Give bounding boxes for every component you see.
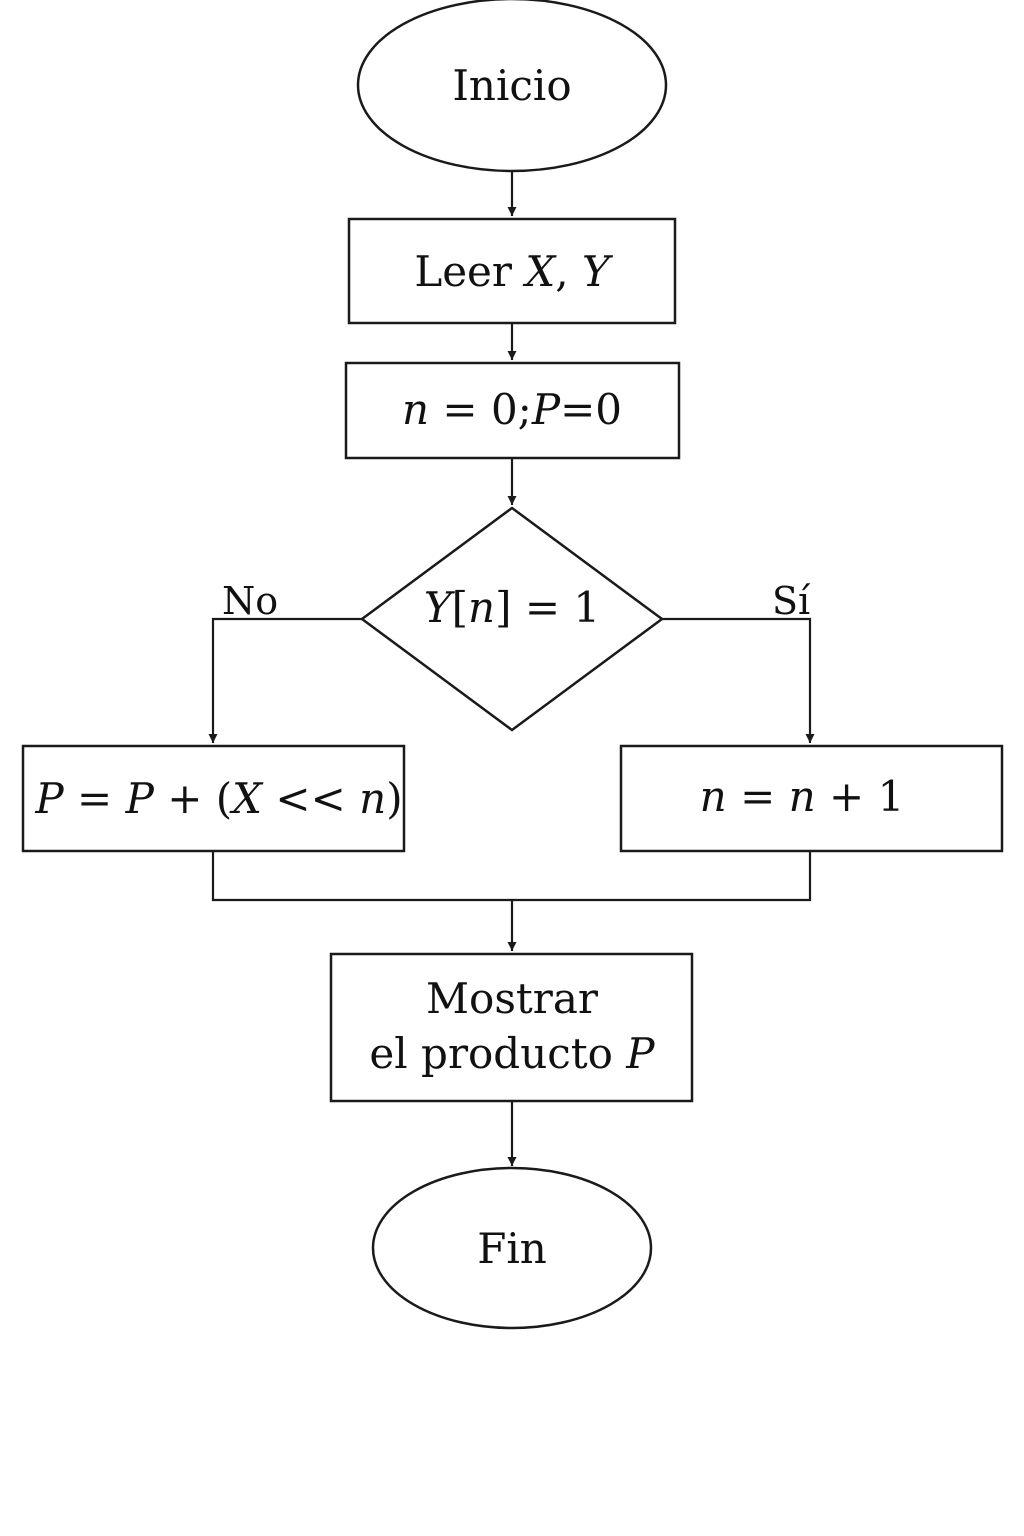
end-label: Fin bbox=[477, 1224, 547, 1273]
end-terminal bbox=[371, 1166, 653, 1330]
read-input-label: Leer X, Y bbox=[414, 247, 614, 296]
output-label-line1: Mostrar bbox=[426, 974, 599, 1023]
accumulate-label: P = P + (X << n) bbox=[34, 774, 402, 823]
no-branch-label: No bbox=[222, 579, 278, 623]
read-input-box bbox=[347, 217, 677, 325]
start-label: Inicio bbox=[452, 61, 571, 110]
decision-label: Y[n] = 1 bbox=[424, 583, 600, 632]
output-label-line2: el producto P bbox=[369, 1029, 655, 1078]
output-box bbox=[329, 952, 694, 1103]
increment-box bbox=[619, 744, 1004, 853]
merge-connector bbox=[211, 851, 812, 902]
init-box bbox=[344, 361, 681, 460]
increment-label: n = n + 1 bbox=[700, 772, 905, 821]
arrow-yes-branch bbox=[662, 617, 815, 743]
decision-diamond bbox=[359, 506, 665, 732]
init-label: n = 0;P=0 bbox=[402, 385, 622, 434]
yes-branch-label: Sí bbox=[772, 579, 811, 623]
arrow-no-branch bbox=[208, 617, 362, 743]
accumulate-box bbox=[21, 744, 406, 853]
